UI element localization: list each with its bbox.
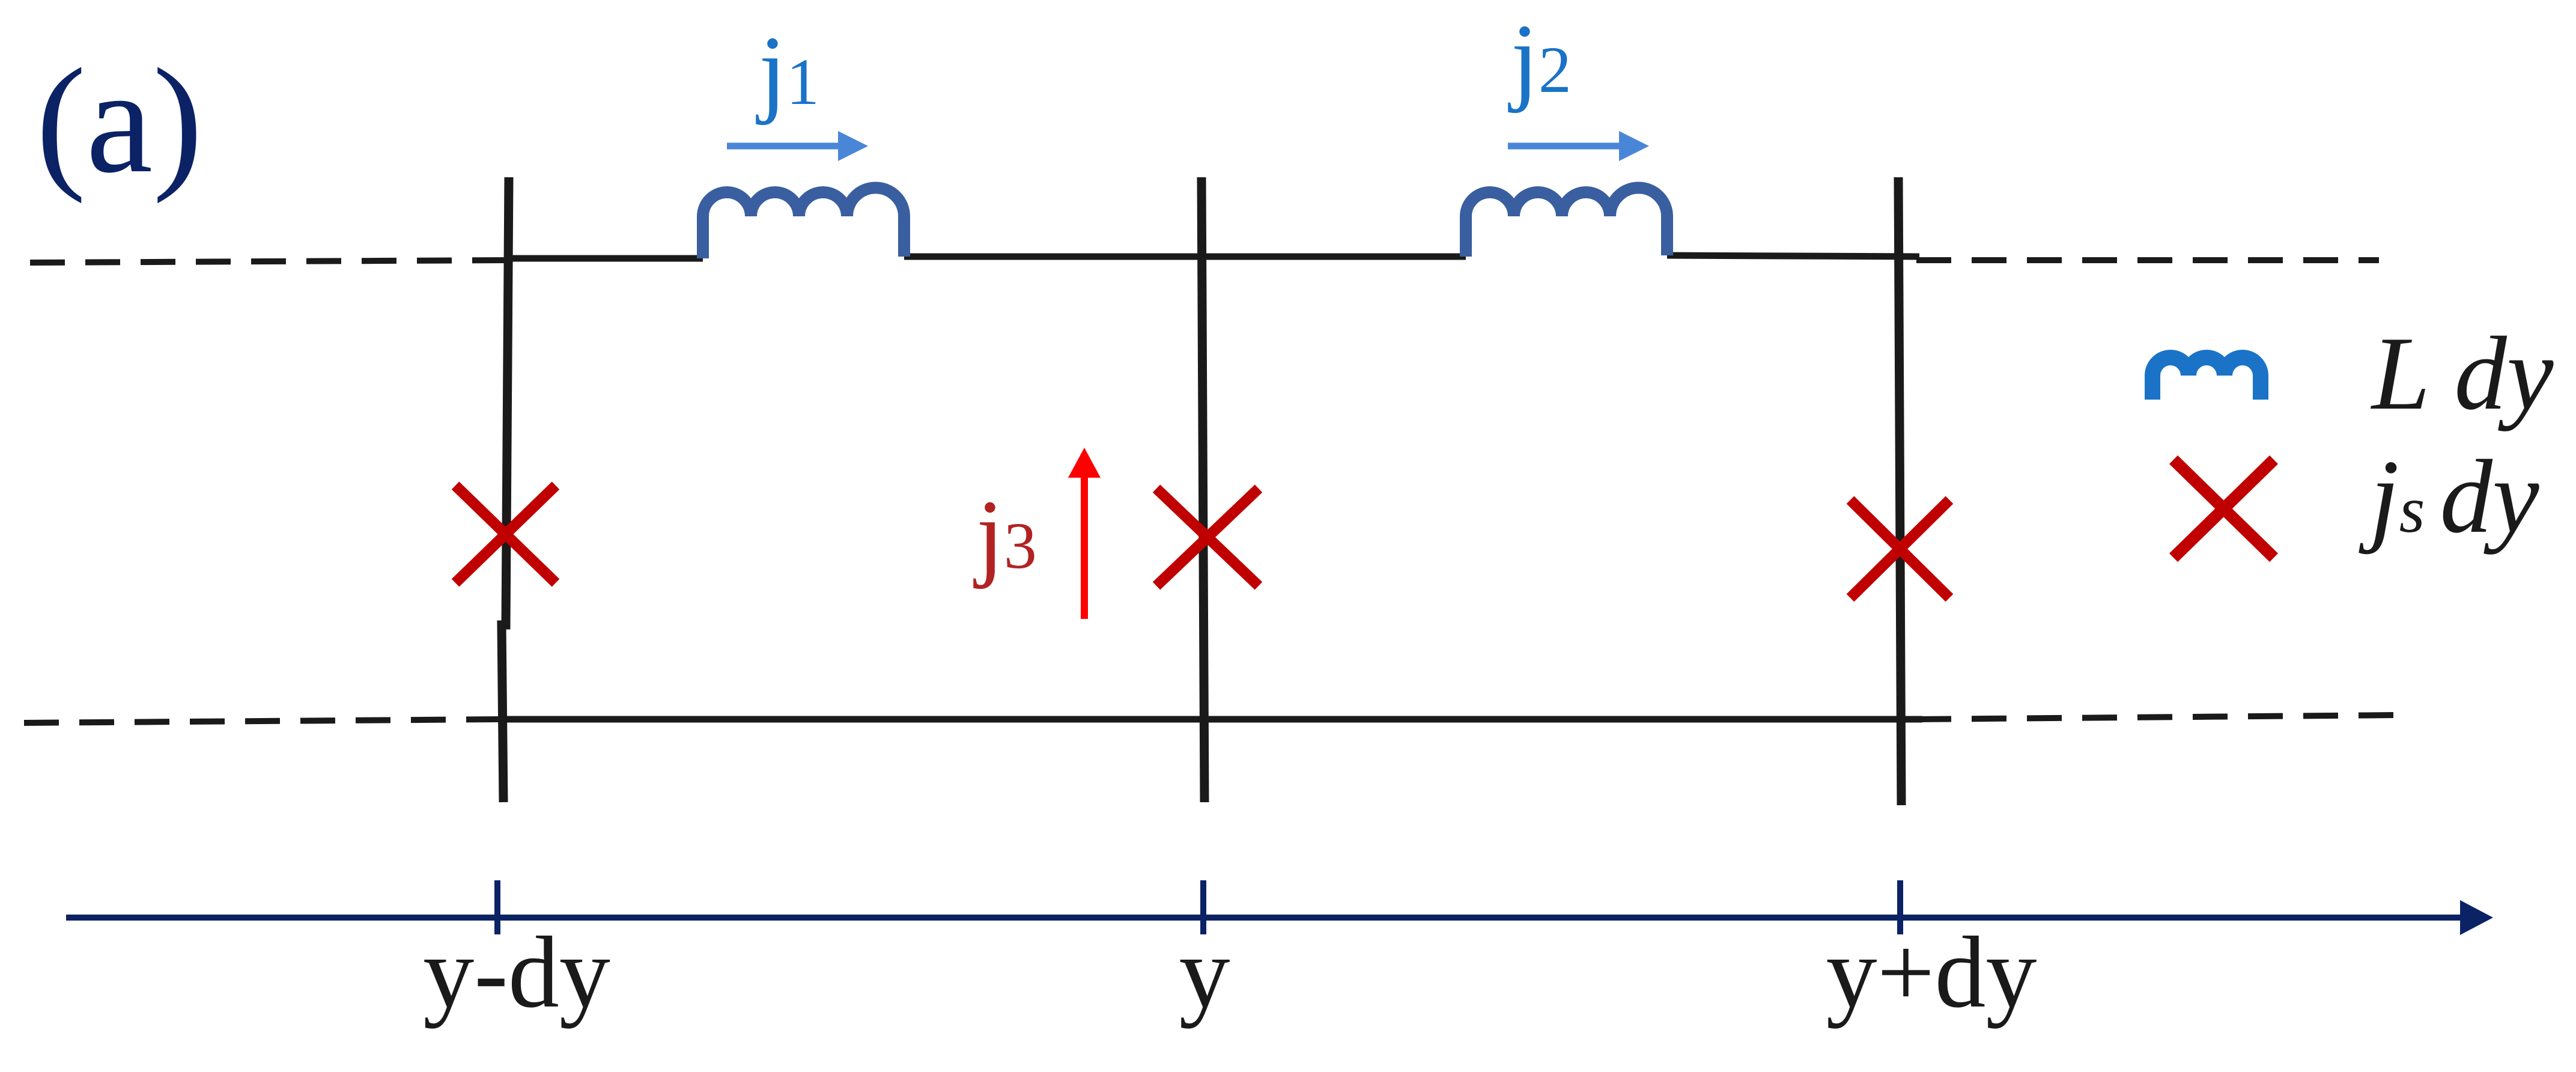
current-arrow-j2 bbox=[1508, 131, 1649, 161]
node-line-left bbox=[497, 177, 514, 803]
inductor-2 bbox=[1460, 181, 1673, 257]
current-label-j3: j3 bbox=[973, 480, 1037, 589]
dashed-rail-bottom-left bbox=[23, 716, 499, 726]
dashed-rail-bottom-right bbox=[1916, 712, 2398, 722]
node-line-right bbox=[1894, 177, 1906, 806]
node-lines bbox=[497, 177, 1906, 806]
dashed-rail-top-left bbox=[29, 257, 508, 266]
junction-cross-center bbox=[1152, 484, 1263, 590]
axis-arrowhead bbox=[2460, 900, 2493, 935]
top-rail bbox=[506, 252, 1920, 262]
legend-inductor-icon bbox=[2145, 350, 2268, 400]
inductor-1-coil bbox=[697, 181, 910, 258]
current-arrow-j1 bbox=[727, 131, 868, 161]
top-wire-segment-3 bbox=[1666, 252, 1920, 260]
axis-tick-labels: y-dy y y+dy bbox=[423, 916, 2037, 1029]
axis-tick-label-3: y+dy bbox=[1826, 916, 2037, 1029]
inductor-1 bbox=[697, 181, 910, 258]
y-axis bbox=[66, 880, 2493, 935]
current-label-j2: j2 bbox=[1508, 4, 1572, 114]
axis-tick-label-1: y-dy bbox=[423, 916, 610, 1029]
axis-tick-label-2: y bbox=[1179, 916, 1230, 1029]
inductor-2-coil bbox=[1460, 181, 1673, 257]
legend-junction-icon bbox=[2169, 455, 2278, 562]
junction-cross-left bbox=[451, 481, 560, 587]
junction-cross-right bbox=[1846, 496, 1954, 602]
current-arrow-j3 bbox=[1068, 448, 1101, 619]
node-line-center bbox=[1197, 177, 1209, 803]
current-label-j1: j1 bbox=[756, 16, 819, 126]
panel-label: (a) bbox=[36, 38, 202, 204]
dashed-rails bbox=[23, 257, 2398, 726]
